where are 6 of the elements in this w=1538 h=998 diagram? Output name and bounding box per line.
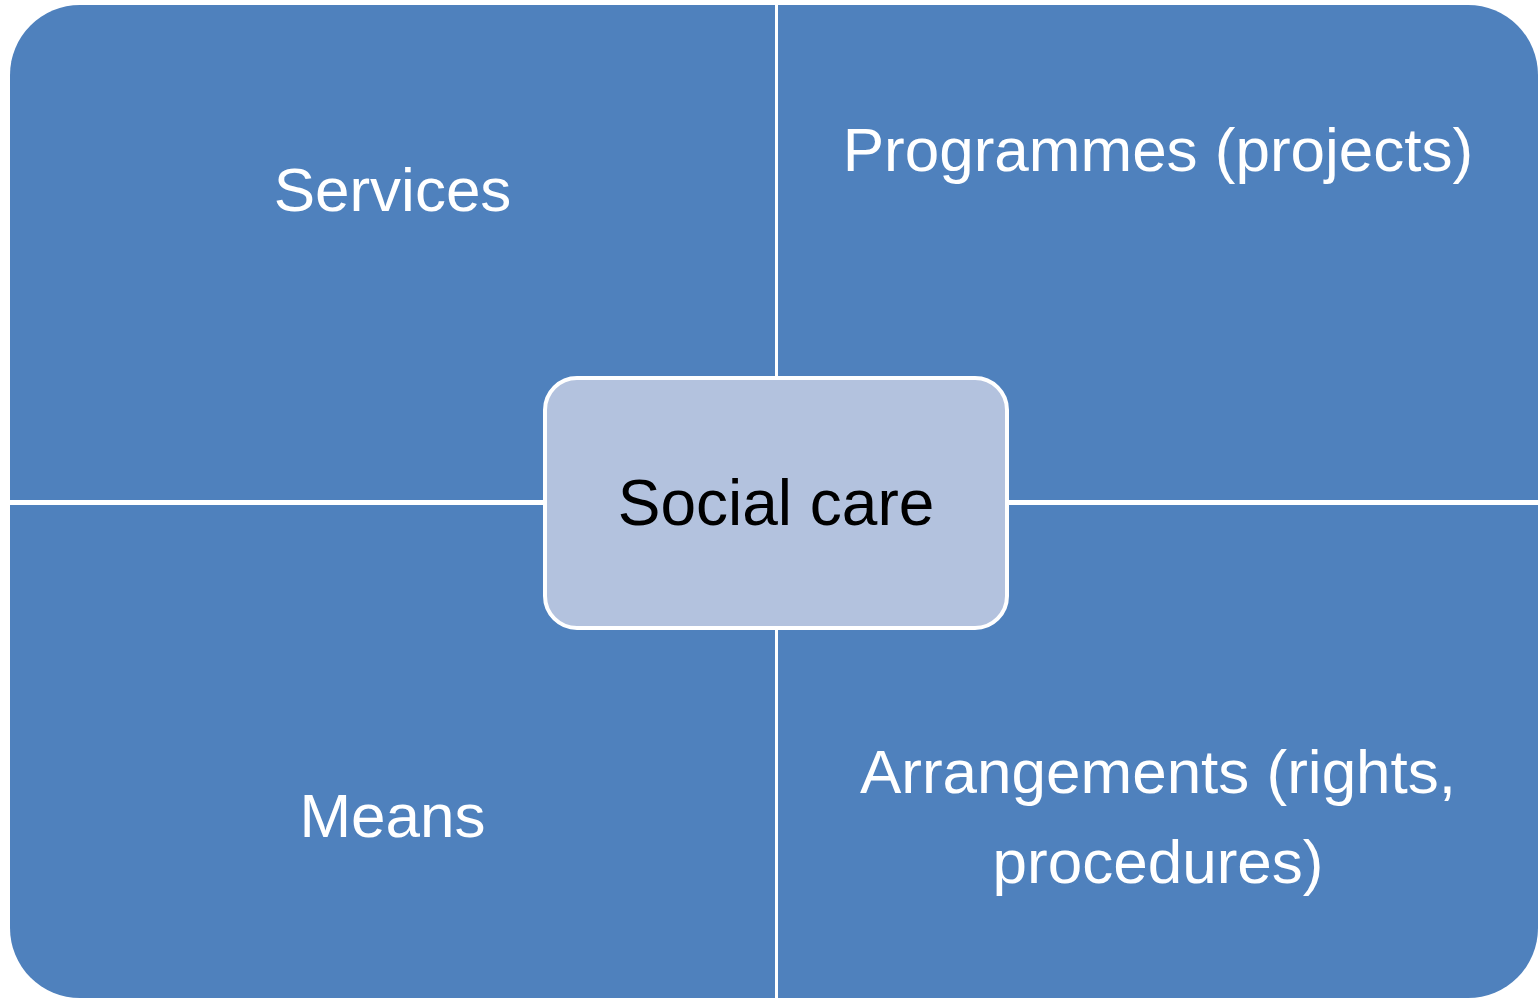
center-box	[543, 376, 1009, 630]
panel-label: Services	[273, 154, 512, 226]
panel-label: Arrangements (rights, procedures)	[858, 736, 1458, 898]
panel-label: Programmes (projects)	[842, 114, 1474, 186]
panel-label: Means	[299, 780, 486, 852]
center-label: Social care	[617, 466, 935, 540]
